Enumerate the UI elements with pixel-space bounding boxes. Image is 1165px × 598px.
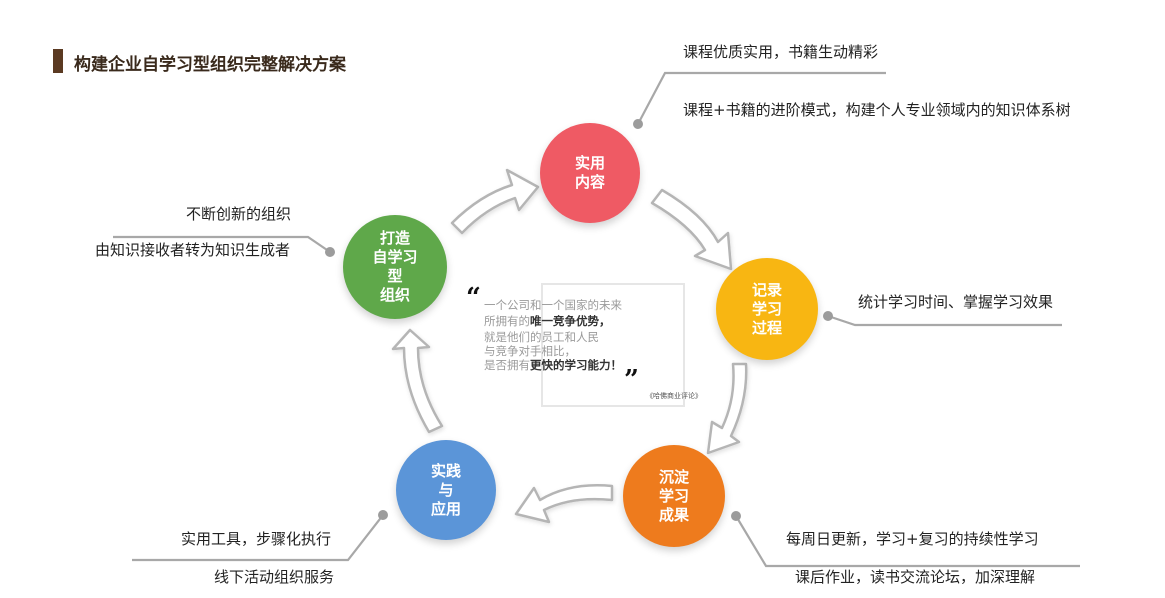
label-practice-1: 实用工具，步骤化执行 xyxy=(181,530,332,548)
close-quote-mark: ” xyxy=(624,365,639,395)
title-marker xyxy=(53,49,63,73)
label-content-1: 课程优质实用，书籍生动精彩 xyxy=(683,43,879,61)
connector-dot-practice xyxy=(378,510,388,520)
label-practice-2: 线下活动组织服务 xyxy=(214,568,335,586)
connector-record xyxy=(827,314,1062,327)
node-learning-org: 打造 自学习 型 组织 xyxy=(343,215,447,319)
label-org-2: 由知识接收者转为知识生成者 xyxy=(95,241,291,259)
label-org-1: 不断创新的组织 xyxy=(186,205,292,223)
quote-frame xyxy=(541,283,685,407)
arrow-record-to-settle xyxy=(706,362,748,455)
open-quote-mark: “ xyxy=(466,283,481,313)
quote-line-2-text: 所拥有的 xyxy=(484,314,530,328)
quote-line-1: 一个公司和一个国家的未来 xyxy=(484,298,622,312)
quote-line-5: 是否拥有更快的学习能力！ xyxy=(484,358,622,372)
connector-practice xyxy=(132,514,384,562)
connector-org xyxy=(113,235,331,253)
arrow-practice-to-org xyxy=(391,328,444,434)
connector-content xyxy=(637,71,886,125)
quote-line-5-emphasis: 更快的学习能力！ xyxy=(530,358,622,372)
connector-dot-settle xyxy=(731,511,741,521)
connector-dot-record xyxy=(823,311,833,321)
quote-source: 《哈佛商业评论》 xyxy=(646,392,702,400)
node-practice-apply: 实践 与 应用 xyxy=(396,440,496,540)
arrow-org-to-content xyxy=(450,168,540,235)
page-title: 构建企业自学习型组织完整解决方案 xyxy=(74,55,346,75)
connector-dot-org xyxy=(325,247,335,257)
connector-settle xyxy=(735,515,1080,568)
connector-dot-content xyxy=(633,119,643,129)
quote-line-2-emphasis: 唯一竞争优势， xyxy=(530,314,611,328)
node-record-process: 记录 学习 过程 xyxy=(716,258,818,360)
quote-line-2: 所拥有的唯一竞争优势， xyxy=(484,314,611,328)
quote-line-3: 就是他们的员工和人民 xyxy=(484,330,599,344)
quote-line-5-text: 是否拥有 xyxy=(484,358,530,372)
quote-line-4: 与竞争对手相比， xyxy=(484,344,576,358)
label-settle-1: 每周日更新，学习+复习的持续性学习 xyxy=(786,530,1039,548)
arrow-content-to-record xyxy=(650,188,733,271)
node-settle-results: 沉淀 学习 成果 xyxy=(623,445,725,547)
label-settle-2: 课后作业，读书交流论坛，加深理解 xyxy=(795,568,1036,586)
label-content-2: 课程+书籍的进阶模式，构建个人专业领域内的知识体系树 xyxy=(683,101,1071,119)
label-record-1: 统计学习时间、掌握学习效果 xyxy=(858,293,1054,311)
node-practical-content: 实用 内容 xyxy=(540,123,640,223)
arrow-settle-to-practice xyxy=(514,484,614,524)
